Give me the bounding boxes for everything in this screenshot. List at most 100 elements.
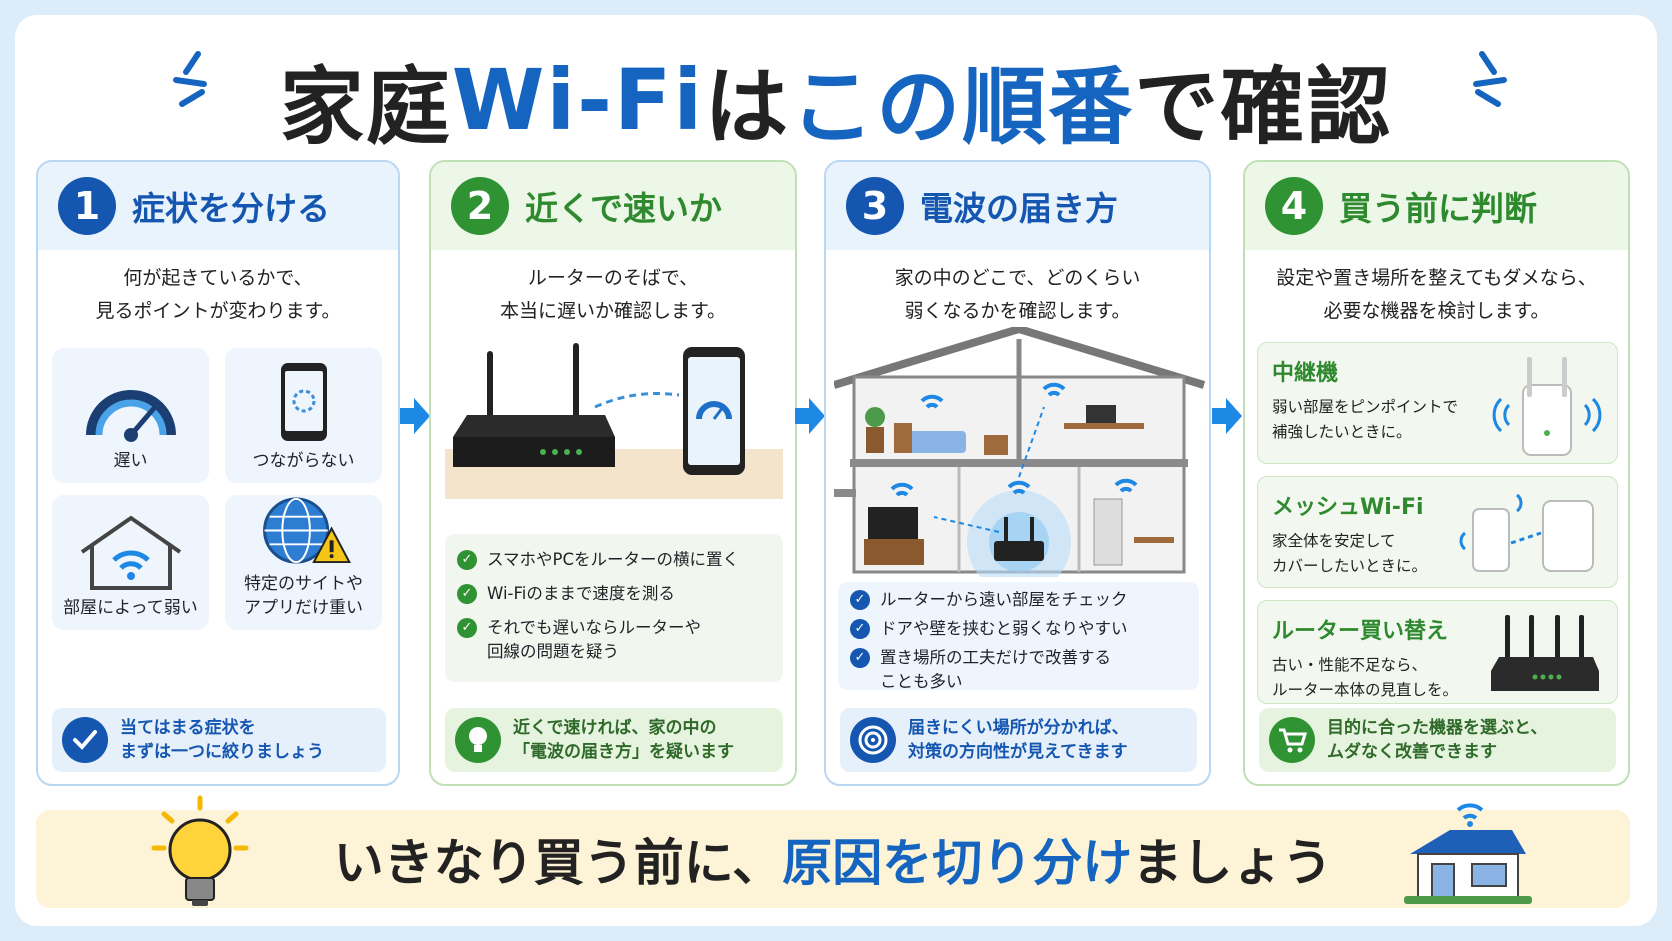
step-panel-3: 3 電波の届き方 家の中のどこで、どのくらい 弱くなるかを確認します。: [824, 160, 1211, 786]
step-panel-4: 4 買う前に判断 設定や置き場所を整えてもダメなら、 必要な機器を検討します。 …: [1243, 160, 1630, 786]
check-text: ルーターから遠い部屋をチェック: [880, 590, 1128, 609]
router-phone-illustration: [445, 343, 783, 499]
sparkle-right-icon: [1473, 51, 1507, 107]
check-text: ドアや壁を挟むと弱くなりやすい: [880, 619, 1128, 638]
house-wifi-icon: [80, 515, 181, 590]
symptom-tile-specific-site: 特定のサイトや アプリだけ重い: [225, 495, 382, 630]
step-desc-1: 何が起きているかで、 見るポイントが変わります。: [38, 262, 398, 328]
house-cutaway-illustration: [834, 327, 1205, 577]
step-desc-2: ルーターのそばで、 本当に遅いか確認します。: [431, 262, 795, 328]
check-text: Wi-Fiのままで速度を測る: [487, 584, 675, 603]
phone-loading-icon: [280, 363, 327, 441]
step-desc-4: 設定や置き場所を整えてもダメなら、 必要な機器を検討します。: [1245, 262, 1628, 328]
step-panel-2: 2 近くで速いか ルーターのそばで、 本当に遅いか確認します。 ✓ スマホやPCを…: [429, 160, 797, 786]
step-header-3: 3 電波の届き方: [826, 162, 1209, 250]
title-part-5: で確認: [1134, 57, 1393, 156]
product-name: メッシュWi-Fi: [1272, 495, 1424, 520]
symptom-tile-weak-room: 部屋によって弱い: [52, 495, 209, 630]
step-title-1: 症状を分ける: [132, 189, 330, 228]
tile-label: 部屋によって弱い: [63, 598, 198, 618]
repeater-icon: [1492, 357, 1602, 456]
banner-part-3: ましょう: [1132, 834, 1333, 892]
step-number-2: 2: [451, 177, 509, 235]
banner-text: いきなり買う前に、原因を切り分けましょう: [36, 810, 1630, 908]
step-tip-1: 当てはまる症状を まずは一つに絞りましょう: [52, 708, 386, 772]
step-desc-line: 何が起きているかで、: [123, 267, 313, 289]
lightbulb-icon: [455, 717, 501, 763]
step-number-1: 1: [58, 177, 116, 235]
product-card-mesh: メッシュWi-Fi 家全体を安定して カバーしたいときに。: [1257, 476, 1618, 588]
tile-label: 遅い: [113, 451, 148, 471]
step-desc-line: 弱くなるかを確認します。: [904, 300, 1131, 322]
target-icon: [850, 717, 896, 763]
step-checklist-3: ✓ ルーターから遠い部屋をチェック ✓ ドアや壁を挟むと弱くなりやすい ✓置き場所の…: [838, 582, 1199, 691]
step-header-1: 1 症状を分ける: [38, 162, 398, 250]
tip-text: 近くで速ければ、家の中の 「電波の届き方」を疑います: [513, 718, 734, 762]
check-text: 置き場所の工夫だけで改善する ことも多い: [880, 648, 1111, 691]
check-item: ✓ ドアや壁を挟むと弱くなりやすい: [850, 617, 1187, 641]
check-item: ✓ ルーターから遠い部屋をチェック: [850, 588, 1187, 612]
check-icon: ✓: [457, 550, 477, 570]
product-card-router: ルーター買い替え 古い・性能不足なら、 ルーター本体の見直しを。: [1257, 600, 1618, 704]
tip-text: 目的に合った機器を選ぶと、 ムダなく改善できます: [1327, 718, 1548, 762]
step-header-2: 2 近くで速いか: [431, 162, 795, 250]
step-tip-4: 目的に合った機器を選ぶと、 ムダなく改善できます: [1259, 708, 1616, 772]
mesh-wifi-icon: [1459, 493, 1594, 572]
step-title-3: 電波の届き方: [920, 189, 1118, 228]
check-icon: ✓: [850, 619, 870, 639]
arrow-right-icon: [1212, 398, 1242, 434]
router-icon: [1491, 615, 1599, 691]
check-item: ✓置き場所の工夫だけで改善する ことも多い: [850, 646, 1187, 694]
product-desc: 家全体を安定して カバーしたいときに。: [1272, 532, 1428, 575]
symptom-tiles: 遅い つながらない 部屋によって弱い: [52, 348, 384, 630]
step-title-2: 近くで速いか: [525, 189, 723, 228]
speedometer-icon: [85, 390, 176, 442]
product-desc: 弱い部屋をピンポイントで 補強したいときに。: [1272, 398, 1459, 441]
title-part-3: は: [704, 57, 791, 156]
check-circle-icon: [62, 717, 108, 763]
check-item: ✓ Wi-Fiのままで速度を測る: [457, 582, 771, 606]
product-name: 中継機: [1272, 361, 1339, 386]
product-desc: 古い・性能不足なら、 ルーター本体の見直しを。: [1272, 656, 1459, 699]
sparkle-left-icon: [173, 51, 207, 107]
banner-part-1: いきなり買う前に、: [333, 834, 783, 892]
title-part-2: Wi-Fi: [451, 51, 705, 149]
step-desc-line: 本当に遅いか確認します。: [499, 300, 727, 322]
product-card-repeater: 中継機 弱い部屋をピンポイントで 補強したいときに。: [1257, 342, 1618, 464]
check-item: ✓ それでも遅いならルーターや 回線の問題を疑う: [457, 616, 771, 664]
step-desc-3: 家の中のどこで、どのくらい 弱くなるかを確認します。: [826, 262, 1209, 328]
step-number-4: 4: [1265, 177, 1323, 235]
step-desc-line: 必要な機器を検討します。: [1323, 300, 1550, 322]
title-part-4: この順番: [790, 57, 1135, 156]
check-icon: ✓: [850, 590, 870, 610]
lightbulb-icon: [151, 795, 249, 906]
check-text: スマホやPCをルーターの横に置く: [487, 550, 739, 569]
step-desc-line: ルーターのそばで、: [527, 267, 699, 289]
arrow-right-icon: [795, 398, 825, 434]
tip-text: 当てはまる症状を まずは一つに絞りましょう: [120, 718, 324, 762]
tile-label: つながらない: [252, 451, 355, 471]
step-panel-1: 1 症状を分ける 何が起きているかで、 見るポイントが変わります。 遅い つなが…: [36, 160, 400, 786]
product-name: ルーター買い替え: [1272, 619, 1449, 644]
cart-icon: [1269, 717, 1315, 763]
check-icon: ✓: [457, 584, 477, 604]
house-wifi-icon: [1404, 803, 1532, 904]
banner-part-2: 原因を切り分け: [782, 834, 1133, 892]
step-header-4: 4 買う前に判断: [1245, 162, 1628, 250]
step-tip-2: 近くで速ければ、家の中の 「電波の届き方」を疑います: [445, 708, 783, 772]
symptom-tile-slow: 遅い: [52, 348, 209, 483]
title-part-1: 家庭: [279, 57, 452, 156]
step-tip-3: 届きにくい場所が分かれば、 対策の方向性が見えてきます: [840, 708, 1197, 772]
check-icon: ✓: [457, 618, 477, 638]
step-title-4: 買う前に判断: [1339, 189, 1537, 228]
globe-warning-icon: [262, 497, 351, 564]
bottom-banner: いきなり買う前に、原因を切り分けましょう: [36, 810, 1630, 908]
tile-label: 特定のサイトや アプリだけ重い: [244, 574, 363, 618]
step-desc-line: 家の中のどこで、どのくらい: [894, 267, 1141, 289]
step-number-3: 3: [846, 177, 904, 235]
step-desc-line: 見るポイントが変わります。: [95, 300, 341, 322]
symptom-tile-no-connect: つながらない: [225, 348, 382, 483]
step-checklist-2: ✓ スマホやPCをルーターの横に置く ✓ Wi-Fiのままで速度を測る ✓ それでも遅…: [445, 534, 783, 682]
check-text: それでも遅いならルーターや 回線の問題を疑う: [487, 618, 702, 661]
